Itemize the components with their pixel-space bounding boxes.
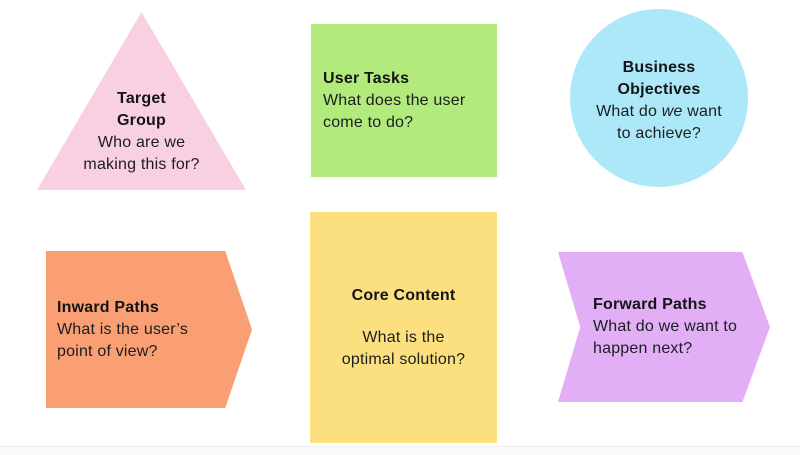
body-text-segment: want <box>682 103 722 120</box>
cell-body-line: optimal solution? <box>341 350 466 368</box>
cell-body-line: to achieve? <box>616 125 702 142</box>
cell-body-line: Who are we <box>97 134 186 151</box>
cell-title-line: Target <box>117 90 166 107</box>
blank-line <box>310 307 497 327</box>
cell-body-line: What do we want <box>570 101 748 123</box>
shape-business-objectives-circle: Business Objectives What do we want to a… <box>570 9 748 187</box>
cell-title-line: Business <box>622 59 696 76</box>
cell-body-line: happen next? <box>593 340 693 357</box>
body-text-segment-italic: we <box>661 103 683 120</box>
shape-target-group-triangle: Target Group Who are we making this for? <box>37 12 246 190</box>
page-bottom-edge <box>0 446 800 455</box>
cell-body-line: What is the user’s <box>57 320 189 338</box>
cell-body-line: What does the user <box>323 91 466 109</box>
cell-body-line: What do we want to <box>593 318 738 335</box>
cell-body-line: What is the <box>362 328 445 346</box>
cell-body-line: point of view? <box>57 342 158 360</box>
cell-title-line: User Tasks <box>323 69 410 87</box>
shape-forward-paths-chevron: Forward Paths What do we want to happen … <box>558 252 770 402</box>
cell-title-line: Group <box>117 112 166 129</box>
cell-body-line: come to do? <box>323 113 414 131</box>
cell-title-line: Forward Paths <box>593 296 707 313</box>
cell-title-line: Objectives <box>617 81 701 98</box>
cell-body-line: making this for? <box>83 156 200 173</box>
body-text-segment: What do <box>596 103 662 120</box>
cell-title-line: Core Content <box>351 286 456 304</box>
shape-core-content-rectangle: Core Content What is the optimal solutio… <box>310 212 497 443</box>
cell-title-line: Inward Paths <box>57 298 159 316</box>
shape-user-tasks-rectangle: User Tasks What does the user come to do… <box>311 24 497 177</box>
shape-inward-paths-arrow: Inward Paths What is the user’s point of… <box>46 251 252 408</box>
